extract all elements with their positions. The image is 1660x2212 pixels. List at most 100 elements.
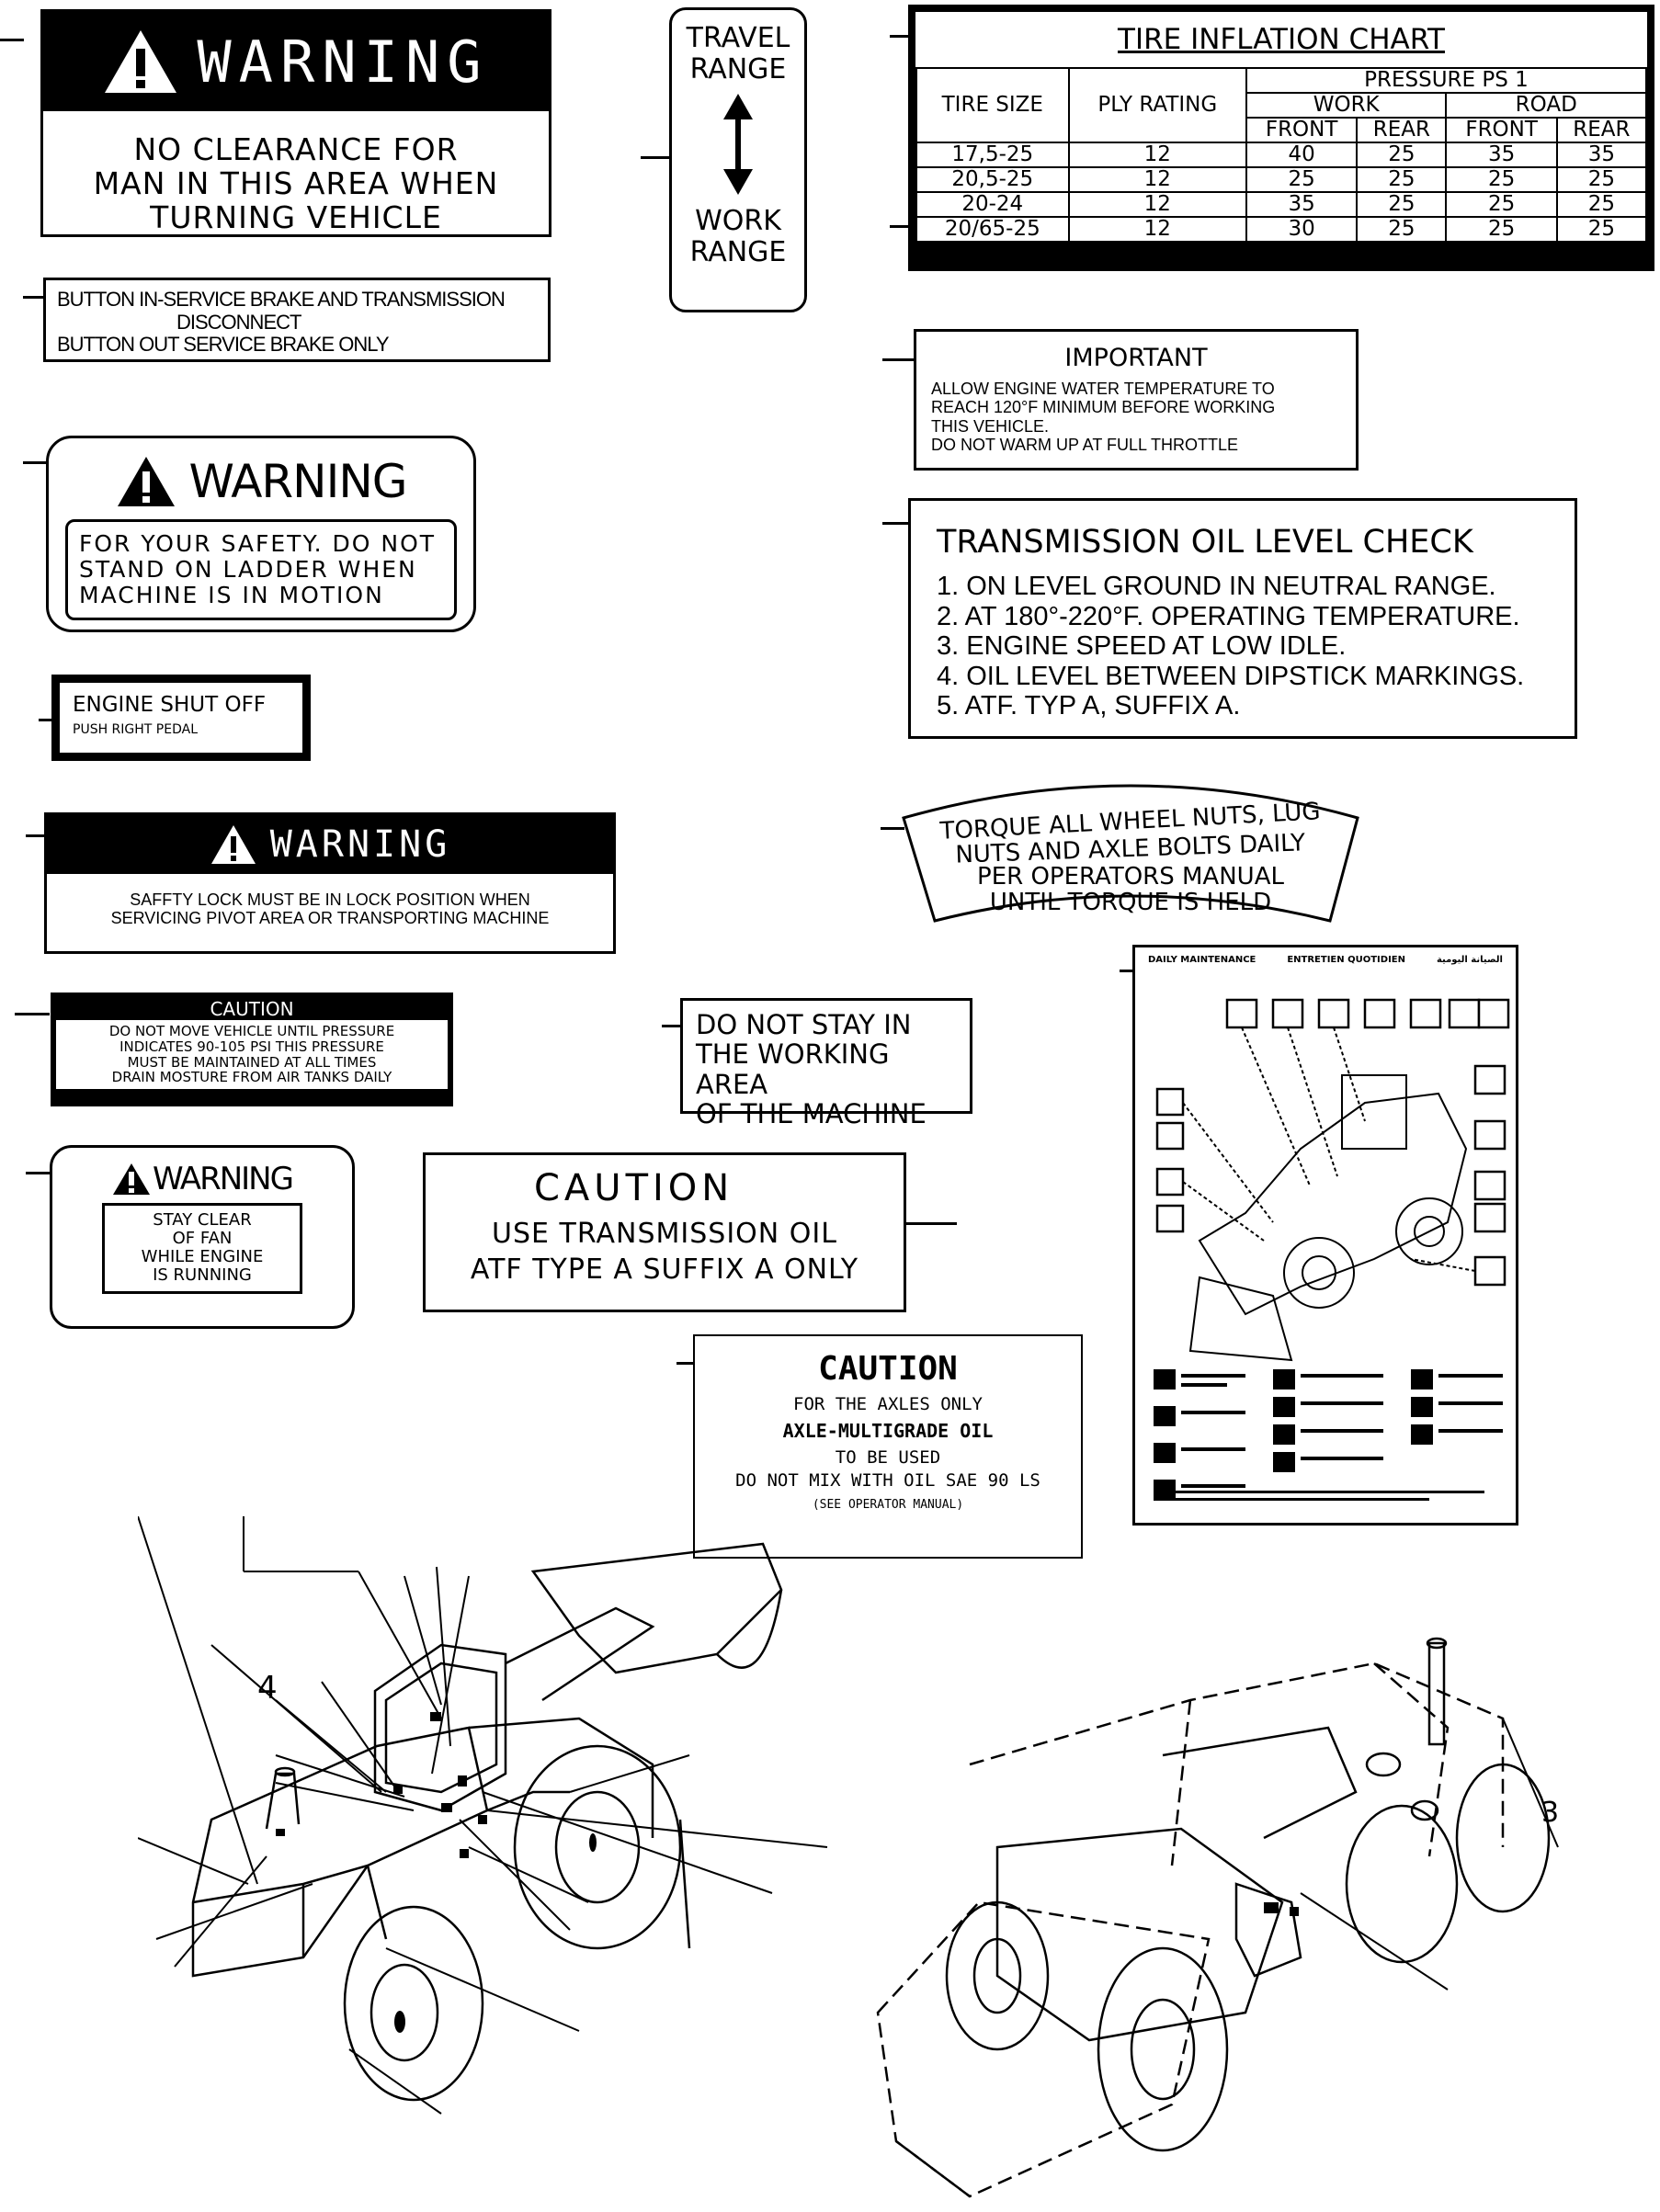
table-row: 20/65-25 12 30 25 25 25 xyxy=(915,216,1648,243)
torque-line: UNTIL TORQUE IS HELD xyxy=(990,889,1271,916)
table-cell: 25 xyxy=(1356,191,1448,218)
warning-title: WARNING xyxy=(197,28,489,96)
table-cell: 25 xyxy=(1555,216,1648,243)
label-line: AXLE-MULTIGRADE OIL xyxy=(782,1419,994,1442)
leader-line xyxy=(23,296,43,299)
important-header: IMPORTANT xyxy=(1064,344,1208,372)
label-line: DISCONNECT xyxy=(176,310,301,334)
table-cell: 12 xyxy=(1067,191,1247,218)
label-line: THE WORKING AREA xyxy=(696,1038,890,1100)
label-line: STAND ON LADDER WHEN xyxy=(79,556,417,583)
label-line: DO NOT STAY IN xyxy=(696,1009,912,1040)
table-cell: 25 xyxy=(1445,166,1558,193)
table-cell: 20/65-25 xyxy=(915,216,1070,243)
label-line: OF FAN xyxy=(172,1229,233,1249)
table-cell: 35 xyxy=(1445,142,1558,168)
engine-shutoff-subtitle: PUSH RIGHT PEDAL xyxy=(73,721,198,737)
label-line: FOR THE AXLES ONLY xyxy=(793,1394,983,1415)
table-row: 17,5-25 12 40 25 35 35 xyxy=(915,142,1648,168)
table-cell: 25 xyxy=(1555,166,1648,193)
label-line: SERVICING PIVOT AREA OR TRANSPORTING MAC… xyxy=(110,909,550,928)
table-row: 20,5-25 12 25 25 25 25 xyxy=(915,166,1648,193)
leader-line xyxy=(26,1172,51,1174)
table-cell: 25 xyxy=(1555,191,1648,218)
label-line: DO NOT WARM UP AT FULL THROTTLE xyxy=(931,435,1239,454)
leader-line xyxy=(677,1362,695,1365)
warning-clearance-label: WARNING NO CLEARANCE FOR MAN IN THIS ARE… xyxy=(40,9,551,237)
table-cell: 25 xyxy=(1356,166,1448,193)
label-line: STAY CLEAR xyxy=(153,1210,252,1230)
table-cell: 12 xyxy=(1067,216,1247,243)
label-line: NO CLEARANCE FOR xyxy=(133,131,459,167)
label-line: 1. ON LEVEL GROUND IN NEUTRAL RANGE. xyxy=(937,572,1496,602)
table-cell: 12 xyxy=(1067,166,1247,193)
label-line: INDICATES 90-105 PSI THIS PRESSURE xyxy=(119,1038,384,1055)
label-line: BUTTON IN-SERVICE BRAKE AND TRANSMISSION xyxy=(57,288,506,311)
warning-triangle-icon xyxy=(113,1163,151,1195)
daily-maintenance-title: DAILY MAINTENANCE xyxy=(1148,955,1256,965)
travel-range-text: TRAVEL RANGE xyxy=(686,22,790,85)
transmission-oil-check-label: TRANSMISSION OIL LEVEL CHECK 1. ON LEVEL… xyxy=(908,498,1577,739)
leader-line xyxy=(23,461,47,464)
maintenance-diagram xyxy=(1154,998,1510,1501)
caution-transmission-oil-label: CAUTION USE TRANSMISSION OIL ATF TYPE A … xyxy=(423,1152,906,1312)
leader-line xyxy=(881,827,904,830)
label-line: SAFFTY LOCK MUST BE IN LOCK POSITION WHE… xyxy=(130,890,530,909)
warning-title: WARNING xyxy=(188,455,408,508)
label-line: ATF TYPE A SUFFIX A ONLY xyxy=(470,1253,859,1287)
warning-title: WARNING xyxy=(269,823,451,866)
leader-line xyxy=(890,225,910,228)
arabic-title: الصيانة اليومية xyxy=(1436,955,1503,965)
label-line: 2. AT 180°-220°F. OPERATING TEMPERATURE. xyxy=(937,601,1520,631)
table-row: 20-24 12 35 25 25 25 xyxy=(915,191,1648,218)
table-cell: 25 xyxy=(1445,191,1558,218)
label-line: TO BE USED xyxy=(835,1446,941,1468)
tire-inflation-chart: TIRE INFLATION CHART TIRE SIZE PLY RATIN… xyxy=(908,5,1654,271)
label-line: BUTTON OUT SERVICE BRAKE ONLY xyxy=(57,333,390,357)
label-line: ALLOW ENGINE WATER TEMPERATURE TO xyxy=(931,380,1275,399)
table-cell: 25 xyxy=(1356,216,1448,243)
leader-line xyxy=(15,1013,50,1015)
label-line: 5. ATF. TYP A, SUFFIX A. xyxy=(937,691,1241,721)
leader-line xyxy=(26,834,44,837)
table-cell: 12 xyxy=(1067,142,1247,168)
col-front: FRONT xyxy=(1245,117,1359,143)
col-road: ROAD xyxy=(1445,92,1647,119)
label-line: 3. ENGINE SPEED AT LOW IDLE. xyxy=(937,631,1347,662)
caution-axles-label: CAUTION FOR THE AXLES ONLY AXLE-MULTIGRA… xyxy=(693,1334,1083,1559)
label-line: TURNING VEHICLE xyxy=(150,199,442,235)
table-cell: 30 xyxy=(1245,216,1359,243)
leader-line xyxy=(662,1025,682,1027)
loader-rear-view-drawing: 3 xyxy=(876,1637,1559,2198)
label-line: THIS VEHICLE. xyxy=(931,416,1050,436)
engine-shutoff-label: ENGINE SHUT OFF PUSH RIGHT PEDAL xyxy=(51,675,311,761)
caution-header: CAUTION xyxy=(818,1350,958,1388)
button-brake-label: BUTTON IN-SERVICE BRAKE AND TRANSMISSION… xyxy=(43,278,551,362)
label-line: OF THE MACHINE xyxy=(696,1098,927,1130)
caution-header: CAUTION xyxy=(534,1167,734,1209)
warning-fan-label: WARNING STAY CLEAR OF FAN WHILE ENGINE I… xyxy=(50,1145,355,1329)
warning-triangle-icon xyxy=(117,457,175,506)
label-line: REACH 120°F MINIMUM BEFORE WORKING xyxy=(931,398,1276,417)
label-line: USE TRANSMISSION OIL xyxy=(492,1217,837,1250)
important-label: IMPORTANT ALLOW ENGINE WATER TEMPERATURE… xyxy=(914,329,1359,471)
caution-header: CAUTION xyxy=(210,998,294,1020)
table-cell: 25 xyxy=(1445,216,1558,243)
table-cell: 17,5-25 xyxy=(915,142,1070,168)
leader-line xyxy=(0,39,24,41)
torque-line: PER OPERATORS MANUAL xyxy=(977,863,1284,890)
leader-line xyxy=(641,156,676,159)
daily-maintenance-chart: DAILY MAINTENANCE ENTRETIEN QUOTIDIEN ال… xyxy=(1132,945,1518,1526)
leader-line xyxy=(890,35,910,38)
label-line: (SEE OPERATOR MANUAL) xyxy=(812,1497,964,1512)
leader-line xyxy=(882,522,908,525)
caution-pressure-label: CAUTION DO NOT MOVE VEHICLE UNTIL PRESSU… xyxy=(51,993,453,1106)
leader-line xyxy=(904,1222,957,1225)
do-not-stay-label: DO NOT STAY IN THE WORKING AREA OF THE M… xyxy=(680,998,972,1129)
label-line: DO NOT MIX WITH OIL SAE 90 LS xyxy=(735,1470,1040,1492)
col-front: FRONT xyxy=(1445,117,1558,143)
table-cell: 40 xyxy=(1245,142,1359,168)
col-tire-size: TIRE SIZE xyxy=(915,67,1070,143)
table-cell: 35 xyxy=(1245,191,1359,218)
warning-title: WARNING xyxy=(153,1161,294,1197)
